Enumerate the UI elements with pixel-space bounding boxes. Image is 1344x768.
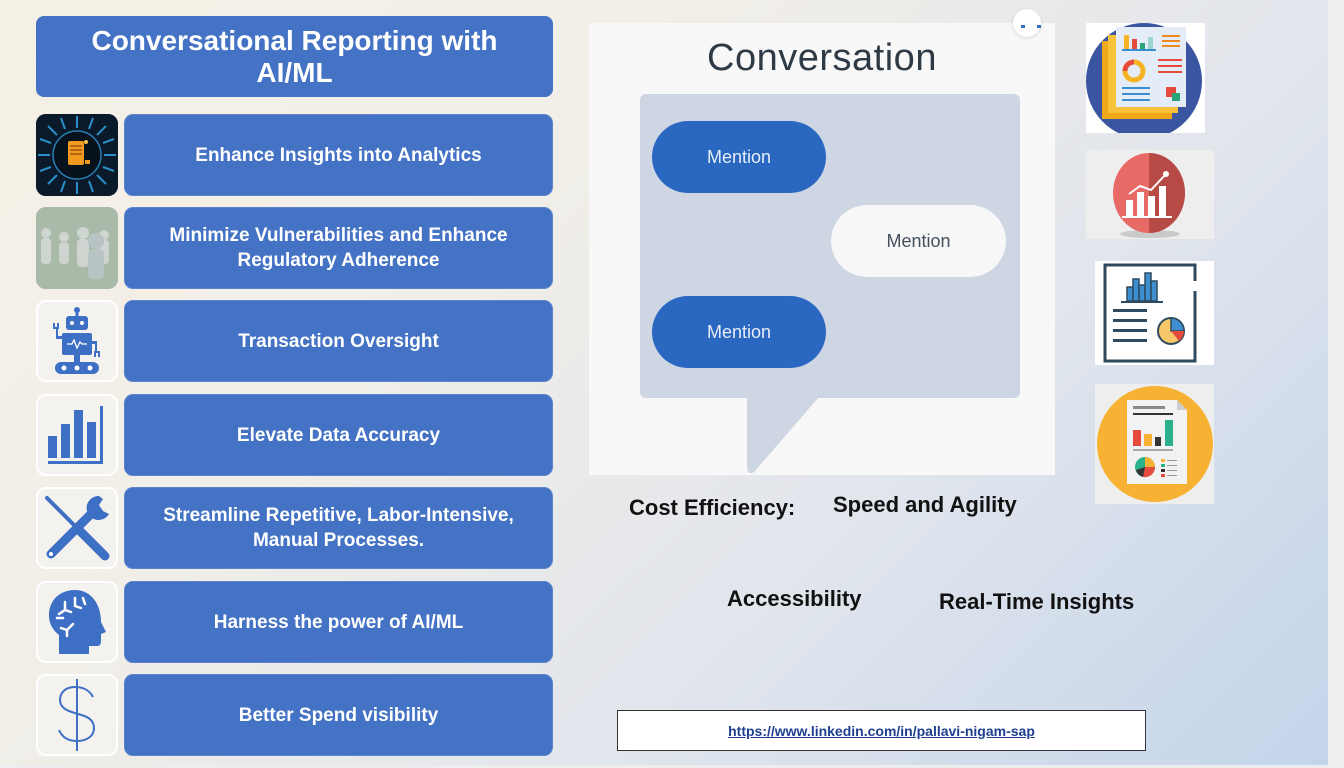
feature-label: Enhance Insights into Analytics	[124, 114, 553, 196]
conversation-graphic: Conversation Mention Mention Mention	[589, 9, 1055, 475]
conversation-title: Conversation	[707, 37, 937, 79]
dollar-icon	[36, 674, 118, 756]
linkedin-link-box: https://www.linkedin.com/in/pallavi-niga…	[617, 710, 1146, 751]
more-icon	[1013, 9, 1041, 37]
chat-bubble-left: Mention	[652, 121, 826, 193]
feature-row: Minimize Vulnerabilities and Enhance Reg…	[36, 207, 553, 289]
feature-label: Better Spend visibility	[124, 674, 553, 756]
linkedin-link[interactable]: https://www.linkedin.com/in/pallavi-niga…	[728, 722, 1035, 739]
benefit-real-time-insights: Real-Time Insights	[939, 589, 1135, 614]
feature-row: Harness the power of AI/ML	[36, 581, 553, 663]
chat-panel: Mention Mention Mention	[640, 94, 1020, 398]
slide-title: Conversational Reporting with AI/ML	[36, 16, 553, 97]
slide-edge-right	[1328, 0, 1344, 768]
chat-bubble-left: Mention	[652, 296, 826, 368]
benefit-accessibility: Accessibility	[727, 586, 862, 611]
report-document-chart-icon	[1095, 261, 1214, 365]
growth-chart-badge-icon	[1086, 150, 1214, 239]
people-group-icon	[36, 207, 118, 289]
slide-edge-bottom	[0, 765, 1344, 768]
feature-row: Streamline Repetitive, Labor-Intensive, …	[36, 487, 553, 569]
chat-bubble-right: Mention	[831, 205, 1006, 277]
robot-icon	[36, 300, 118, 382]
feature-row: Elevate Data Accuracy	[36, 394, 553, 476]
bar-chart-icon	[36, 394, 118, 476]
speech-tail-icon	[747, 397, 819, 473]
feature-row: Enhance Insights into Analytics	[36, 114, 553, 196]
feature-label: Transaction Oversight	[124, 300, 553, 382]
feature-row: Better Spend visibility	[36, 674, 553, 756]
tools-icon	[36, 487, 118, 569]
report-documents-icon	[1086, 23, 1205, 133]
brain-head-icon	[36, 581, 118, 663]
benefit-cost-efficiency: Cost Efficiency:	[629, 495, 796, 520]
benefit-speed-agility: Speed and Agility	[833, 492, 1017, 517]
ai-chip-document-icon	[36, 114, 118, 196]
feature-label: Harness the power of AI/ML	[124, 581, 553, 663]
feature-label: Minimize Vulnerabilities and Enhance Reg…	[124, 207, 553, 289]
feature-label: Streamline Repetitive, Labor-Intensive, …	[124, 487, 553, 569]
feature-row: Transaction Oversight	[36, 300, 553, 382]
analytics-report-circle-icon	[1095, 384, 1214, 504]
feature-label: Elevate Data Accuracy	[124, 394, 553, 476]
